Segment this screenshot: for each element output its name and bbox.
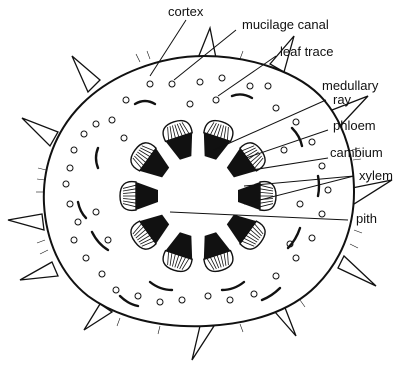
cambium-label: cambium (330, 146, 383, 160)
xylem-label: xylem (359, 169, 393, 183)
pith (160, 158, 236, 234)
mucilage-canal-label: mucilage canal (242, 18, 329, 32)
phloem-label: phloem (333, 119, 376, 133)
pith-label: pith (356, 212, 377, 226)
medullary-ray-label-line1: medullary (322, 79, 378, 93)
medullary-ray-label-line2: ray (333, 93, 351, 107)
leaf-trace-label: leaf trace (280, 45, 333, 59)
cortex-label: cortex (168, 5, 203, 19)
